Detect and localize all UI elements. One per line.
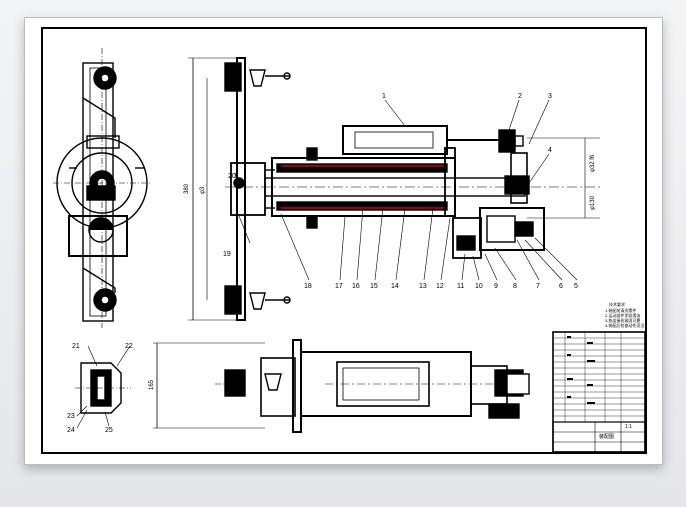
balloon-17: 17 — [335, 283, 343, 290]
balloon-18: 18 — [304, 283, 312, 290]
end-view — [53, 48, 151, 328]
top-view — [153, 339, 530, 433]
tech-note-4: 4.装配后检查动作灵活 — [605, 322, 644, 328]
balloon-22: 22 — [125, 343, 133, 350]
detail-view — [75, 362, 131, 414]
tech-note-1: 1.装配前清洗零件 — [605, 307, 636, 313]
dim-right-b: φ130 — [590, 195, 596, 210]
tech-note-3: 3.各连接处紧固可靠 — [605, 317, 640, 323]
tech-notes: 技术要求 1.装配前清洗零件 2.运动部件涂润滑油 3.各连接处紧固可靠 4.装… — [605, 301, 644, 328]
balloon-12: 12 — [436, 283, 444, 290]
balloon-23: 23 — [67, 413, 75, 420]
balloon-6: 6 — [559, 283, 563, 290]
balloon-2: 2 — [518, 93, 522, 100]
drawing-name: 装配图 — [599, 433, 614, 440]
balloon-7: 7 — [536, 283, 540, 290]
balloon-15: 15 — [370, 283, 378, 290]
balloon-10: 10 — [475, 283, 483, 290]
front-view — [188, 57, 600, 321]
drawing-border — [41, 27, 647, 454]
balloon-1: 1 — [382, 93, 386, 100]
balloon-13: 13 — [419, 283, 427, 290]
leader-lines — [76, 99, 578, 429]
balloon-labels: 1 2 3 4 5 6 7 8 9 10 11 12 13 14 15 16 1… — [67, 93, 578, 434]
balloon-19: 19 — [223, 251, 231, 258]
balloon-14: 14 — [391, 283, 399, 290]
dim-height-bottom: 165 — [149, 379, 155, 390]
tech-notes-heading: 技术要求 — [609, 301, 625, 307]
balloon-4: 4 — [548, 147, 552, 154]
balloon-3: 3 — [548, 93, 552, 100]
tech-note-2: 2.运动部件涂润滑油 — [605, 312, 640, 318]
balloon-11: 11 — [457, 283, 464, 290]
sheet-no: 1:1 — [625, 424, 632, 430]
balloon-25: 25 — [105, 427, 113, 434]
title-block — [552, 331, 646, 453]
dim-right-a: φ32 f6 — [590, 154, 596, 172]
dim-height-inner: φ3 — [200, 186, 206, 194]
balloon-21: 21 — [72, 343, 80, 350]
balloon-16: 16 — [352, 283, 360, 290]
dimension-texts: 380 φ3 165 φ32 f6 φ130 — [149, 154, 596, 390]
balloon-8: 8 — [513, 283, 517, 290]
balloon-24: 24 — [67, 427, 75, 434]
title-block-text: 装配图 1:1 — [599, 424, 632, 440]
balloon-20: 20 — [228, 173, 236, 180]
drawing-sheet: 1 2 3 4 5 6 7 8 9 10 11 12 13 14 15 16 1… — [24, 17, 663, 465]
balloon-5: 5 — [574, 283, 578, 290]
balloon-9: 9 — [494, 283, 498, 290]
assembly-drawing: 1 2 3 4 5 6 7 8 9 10 11 12 13 14 15 16 1… — [41, 27, 647, 454]
dim-height-main: 380 — [184, 183, 190, 194]
